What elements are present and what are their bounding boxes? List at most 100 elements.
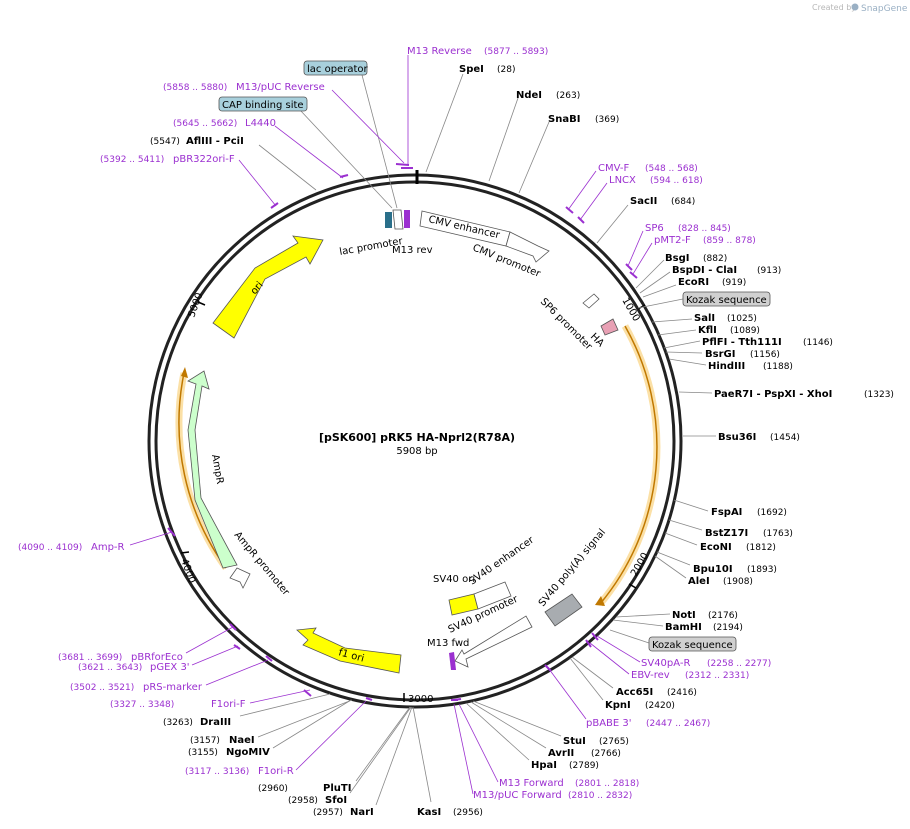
svg-text:(1908): (1908) (723, 577, 753, 587)
svg-text:SV40 enhancer: SV40 enhancer (467, 534, 536, 587)
primer-amp-r[interactable]: Amp-R (4090 .. 4109) (18, 527, 176, 553)
site-sacii[interactable]: SacII (684) (596, 196, 695, 244)
svg-text:AleI: AleI (688, 576, 710, 587)
svg-text:(2312 .. 2331): (2312 .. 2331) (685, 671, 749, 681)
primer-pbr322ori-f[interactable]: pBR322ori-F (5392 .. 5411) (100, 154, 279, 209)
svg-text:(2801 .. 2818): (2801 .. 2818) (575, 779, 639, 789)
svg-text:BstZ17I: BstZ17I (705, 528, 748, 539)
svg-text:(3327 .. 3348): (3327 .. 3348) (110, 700, 174, 710)
feature-ampr[interactable]: AmpR (187, 370, 238, 569)
box-lac-operator[interactable]: lac operator (303, 60, 398, 209)
svg-text:PaeR7I - PspXI - XhoI: PaeR7I - PspXI - XhoI (714, 389, 832, 400)
primer-m13-reverse[interactable]: M13 Reverse (5877 .. 5893) (401, 46, 548, 169)
svg-text:(263): (263) (556, 91, 580, 101)
feature-m13-rev[interactable]: M13 rev (392, 210, 433, 256)
svg-text:AflIII - PciI: AflIII - PciI (186, 136, 244, 147)
box-kozak-sequence-2[interactable]: Kozak sequence (609, 629, 737, 652)
primer-m13-puc-reverse[interactable]: M13/pUC Reverse (5858 .. 5880) (163, 82, 410, 166)
primer-pmt2-f[interactable]: pMT2-F (859 .. 878) (629, 235, 756, 279)
site-econi[interactable]: EcoNI (1812) (664, 532, 776, 553)
svg-text:PflFI - Tth111I: PflFI - Tth111I (702, 337, 782, 348)
svg-text:M13/pUC Reverse: M13/pUC Reverse (236, 82, 325, 93)
site-pluti[interactable]: PluTI (2960) (258, 706, 411, 794)
svg-text:SV40pA-R: SV40pA-R (641, 658, 690, 669)
primer-cmv-f[interactable]: CMV-F (548 .. 568) (565, 163, 698, 214)
svg-text:(3157): (3157) (190, 736, 220, 746)
feature-sp6-promoter[interactable]: SP6 promoter (538, 293, 600, 353)
svg-text:(3263): (3263) (163, 718, 193, 728)
site-ngomiv[interactable]: NgoMIV (3155) (188, 699, 352, 758)
primer-pgex-3[interactable]: pGEX 3' (3621 .. 3643) (78, 644, 241, 673)
box-cap-binding-site[interactable]: CAP binding site (218, 96, 393, 209)
site-bsgi[interactable]: BsgI (882) (635, 253, 727, 289)
svg-text:HindIII: HindIII (708, 361, 745, 372)
site-bsu36i[interactable]: Bsu36I (1454) (683, 432, 800, 443)
site-bpu10i[interactable]: Bpu10I (1893) (656, 551, 777, 575)
svg-text:(919): (919) (722, 278, 746, 288)
plasmid-length: 5908 bp (396, 446, 437, 457)
box-kozak-sequence-1[interactable]: Kozak sequence (637, 291, 771, 309)
site-naei[interactable]: NaeI (3157) (190, 699, 353, 746)
feature-sv40-polya-signal[interactable]: SV40 poly(A) signal (537, 527, 608, 627)
site-afliii-pcii[interactable]: AflIII - PciI (5547) (150, 136, 317, 191)
site-paer7i-pspxi-xhoi[interactable]: PaeR7I - PspXI - XhoI (1323) (678, 389, 894, 400)
primer-sp6[interactable]: SP6 (828 .. 845) (625, 223, 731, 271)
site-draiii[interactable]: DraIII (3263) (163, 693, 331, 728)
site-hpai[interactable]: HpaI (2789) (465, 702, 599, 771)
site-stui[interactable]: StuI (2765) (472, 700, 629, 747)
site-bsrgi[interactable]: BsrGI (1156) (665, 349, 780, 360)
site-sfoi[interactable]: SfoI (2958) (288, 706, 412, 806)
feature-sv40-enhancer[interactable]: SV40 enhancer (467, 534, 537, 610)
site-avrii[interactable]: AvrII (2766) (470, 701, 621, 759)
feature-cmv-enhancer[interactable]: CMV enhancer (419, 210, 511, 247)
svg-text:HpaI: HpaI (531, 760, 557, 771)
credit-brand: SnapGene (861, 4, 908, 14)
primer-f1ori-f[interactable]: F1ori-F (3327 .. 3348) (110, 689, 312, 710)
primer-pbrforeco[interactable]: pBRforEco (3681 .. 3699) (58, 623, 237, 663)
site-snabi[interactable]: SnaBI (369) (518, 114, 619, 194)
site-pflfi-tth111i[interactable]: PflFI - Tth111I (1146) (663, 337, 833, 349)
svg-text:KflI: KflI (698, 325, 717, 336)
site-acc65i[interactable]: Acc65I (2416) (571, 656, 697, 698)
primer-pbabe-3[interactable]: pBABE 3' (2447 .. 2467) (544, 664, 710, 729)
site-bstz17i[interactable]: BstZ17I (1763) (668, 519, 793, 539)
svg-text:AmpR promoter: AmpR promoter (232, 530, 292, 599)
primer-sv40pa-r[interactable]: SV40pA-R (2258 .. 2277) (591, 632, 771, 669)
primer-prs-marker[interactable]: pRS-marker (3502 .. 3521) (70, 655, 273, 693)
svg-text:NdeI: NdeI (516, 90, 542, 101)
svg-text:(5392 .. 5411): (5392 .. 5411) (100, 155, 164, 165)
svg-text:(369): (369) (595, 115, 619, 125)
feature-m13-fwd[interactable]: M13 fwd (427, 638, 469, 670)
site-alei[interactable]: AleI (1908) (654, 555, 753, 587)
svg-text:(1188): (1188) (763, 362, 793, 372)
primer-l4440[interactable]: L4440 (5645 .. 5662) (173, 118, 349, 179)
svg-text:SacII: SacII (630, 196, 657, 207)
svg-text:(1146): (1146) (803, 338, 833, 348)
site-kasi[interactable]: KasI (2956) (412, 706, 483, 818)
svg-text:EBV-rev: EBV-rev (631, 670, 670, 681)
site-fspai[interactable]: FspAI (1692) (673, 499, 787, 518)
svg-text:(1812): (1812) (746, 543, 776, 553)
svg-text:pMT2-F: pMT2-F (654, 235, 691, 246)
site-spei[interactable]: SpeI (28) (425, 64, 515, 173)
primer-m13-puc-forward[interactable]: M13/pUC Forward (2810 .. 2832) (451, 699, 632, 801)
primer-ebv-rev[interactable]: EBV-rev (2312 .. 2331) (585, 639, 749, 681)
site-hindiii[interactable]: HindIII (1188) (668, 358, 793, 372)
site-kfli[interactable]: KflI (1089) (657, 325, 760, 336)
site-nari[interactable]: NarI (2957) (313, 706, 413, 818)
site-ecori[interactable]: EcoRI (919) (642, 277, 746, 298)
site-noti[interactable]: NotI (2176) (615, 610, 738, 621)
site-bamhi[interactable]: BamHI (2194) (612, 619, 743, 633)
feature-ampr-promoter[interactable]: AmpR promoter (229, 530, 292, 599)
feature-f1-ori[interactable]: f1 ori (296, 627, 402, 674)
site-kpni[interactable]: KpnI (2420) (569, 657, 675, 711)
svg-text:(882): (882) (703, 254, 727, 264)
primer-f1ori-r[interactable]: F1ori-R (3117 .. 3136) (185, 697, 373, 777)
svg-text:(2810 .. 2832): (2810 .. 2832) (568, 791, 632, 801)
svg-text:(2766): (2766) (591, 749, 621, 759)
svg-text:pGEX 3': pGEX 3' (150, 662, 190, 673)
site-sali[interactable]: SalI (1025) (651, 313, 757, 324)
site-bspdi-clai[interactable]: BspDI - ClaI (913) (639, 265, 781, 294)
primer-lncx[interactable]: LNCX (594 .. 618) (577, 175, 703, 224)
site-ndei[interactable]: NdeI (263) (488, 90, 580, 182)
